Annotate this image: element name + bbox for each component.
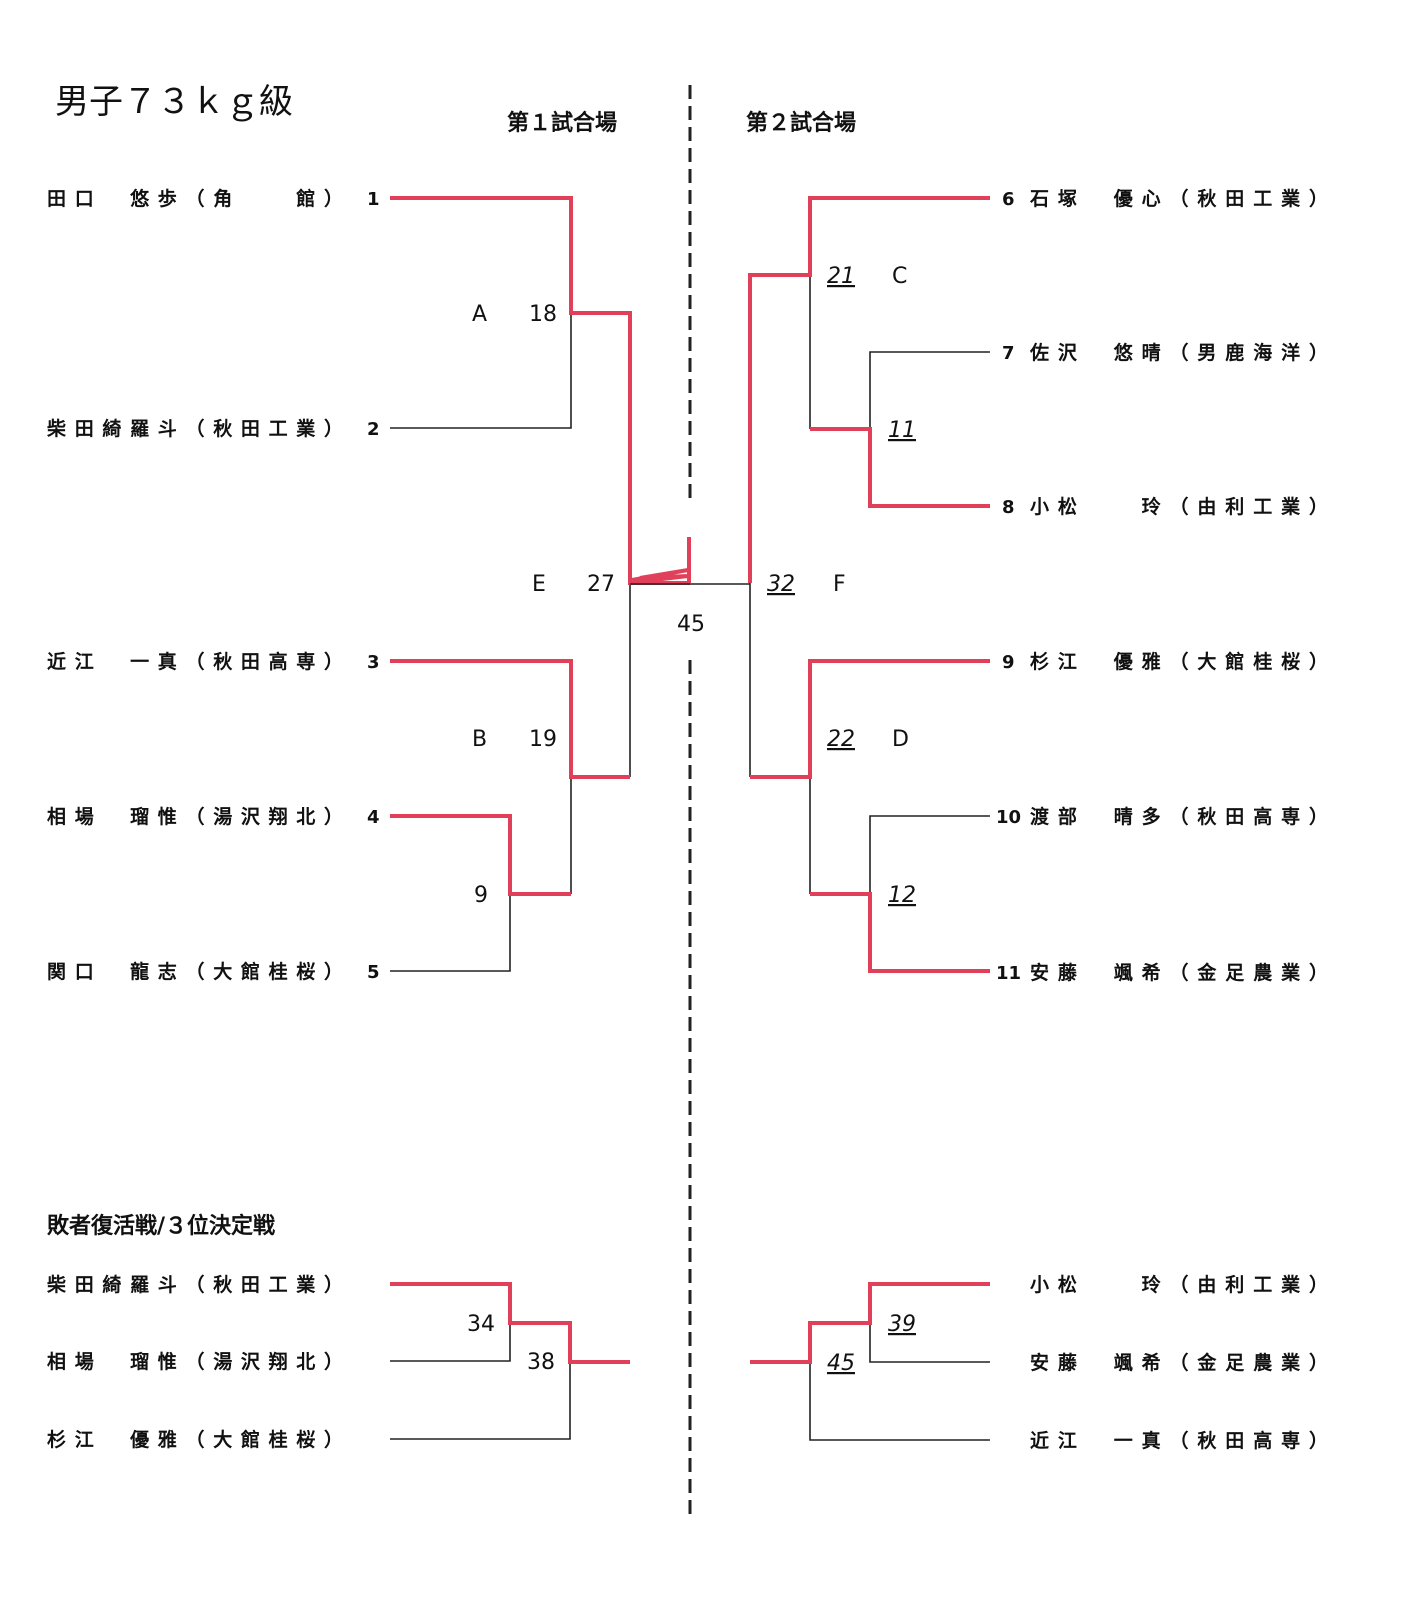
entry-number: 3 [367,652,380,673]
match-label: E [532,572,546,597]
entry-name: 関口 龍志（大館桂桜） [47,960,343,983]
match-number: 11 [888,418,916,443]
match-number: 21 [827,264,855,289]
entry-name: 小松 玲（由利工業） [1030,1273,1328,1296]
entry-number: 7 [1002,343,1015,364]
repechage-title: 敗者復活戦/３位決定戦 [47,1213,276,1239]
entry-name: 柴田綺羅斗（秋田工業） [46,417,343,440]
match-label: F [833,572,846,597]
match-number: 45 [827,1351,855,1376]
right-bracket-lines [748,196,990,973]
right-entries: 6 石塚 優心（秋田工業） 7 佐沢 悠晴（男鹿海洋） 8 小松 玲（由利工業）… [996,187,1328,984]
final-match-number: 45 [677,612,705,637]
entry-number: 10 [996,807,1021,828]
repechage-section: 敗者復活戦/３位決定戦 柴田綺羅斗（秋田工業） 相場 瑠惟（湯沢翔北） 杉江 優… [46,1213,1328,1452]
match-number: 12 [888,883,916,908]
match-number: 9 [474,883,488,908]
entry-number: 4 [367,807,380,828]
page-title: 男子７３ｋｇ級 [55,82,293,122]
match-label: B [472,727,487,752]
match-number: 32 [767,572,795,597]
entry-number: 1 [367,189,380,210]
match-number: 22 [827,727,855,752]
entry-number: 6 [1002,189,1015,210]
match-number: 34 [467,1312,495,1337]
entry-name: 安藤 颯希（金足農業） [1030,1351,1328,1374]
entry-number: 5 [367,962,380,983]
entry-name: 安藤 颯希（金足農業） [1030,961,1328,984]
entry-name: 渡部 晴多（秋田高専） [1030,805,1328,828]
match-number: 18 [529,302,557,327]
match-number: 38 [527,1350,555,1375]
entry-name: 柴田綺羅斗（秋田工業） [46,1273,343,1296]
entry-name: 田口 悠歩（角 館） [47,187,343,210]
left-entries: 田口 悠歩（角 館） 1 柴田綺羅斗（秋田工業） 2 近江 一真（秋田高専） 3… [46,187,380,983]
entry-name: 杉江 優雅（大館桂桜） [1030,650,1328,673]
mat2-header: 第２試合場 [746,110,856,136]
entry-name: 相場 瑠惟（湯沢翔北） [47,1350,343,1373]
entry-name: 小松 玲（由利工業） [1030,495,1328,518]
entry-name: 石塚 優心（秋田工業） [1029,187,1328,210]
entry-number: 2 [367,419,380,440]
match-label: C [892,264,907,289]
match-number: 19 [529,727,557,752]
match-number: 27 [587,572,615,597]
match-label: D [892,727,909,752]
entry-name: 佐沢 悠晴（男鹿海洋） [1029,341,1328,364]
entry-name: 相場 瑠惟（湯沢翔北） [47,805,343,828]
match-labels: A 18 E 27 B 19 9 45 21 C 11 32 F 22 D 12 [472,264,916,908]
entry-number: 8 [1002,497,1015,518]
match-label: A [472,302,487,327]
entry-number: 9 [1002,652,1015,673]
match-number: 39 [888,1312,916,1337]
left-bracket-lines [390,196,691,972]
entry-name: 杉江 優雅（大館桂桜） [47,1428,343,1451]
entry-number: 11 [996,963,1021,984]
entry-name: 近江 一真（秋田高専） [47,650,343,673]
mat1-header: 第１試合場 [507,110,617,136]
entry-name: 近江 一真（秋田高専） [1030,1429,1328,1452]
